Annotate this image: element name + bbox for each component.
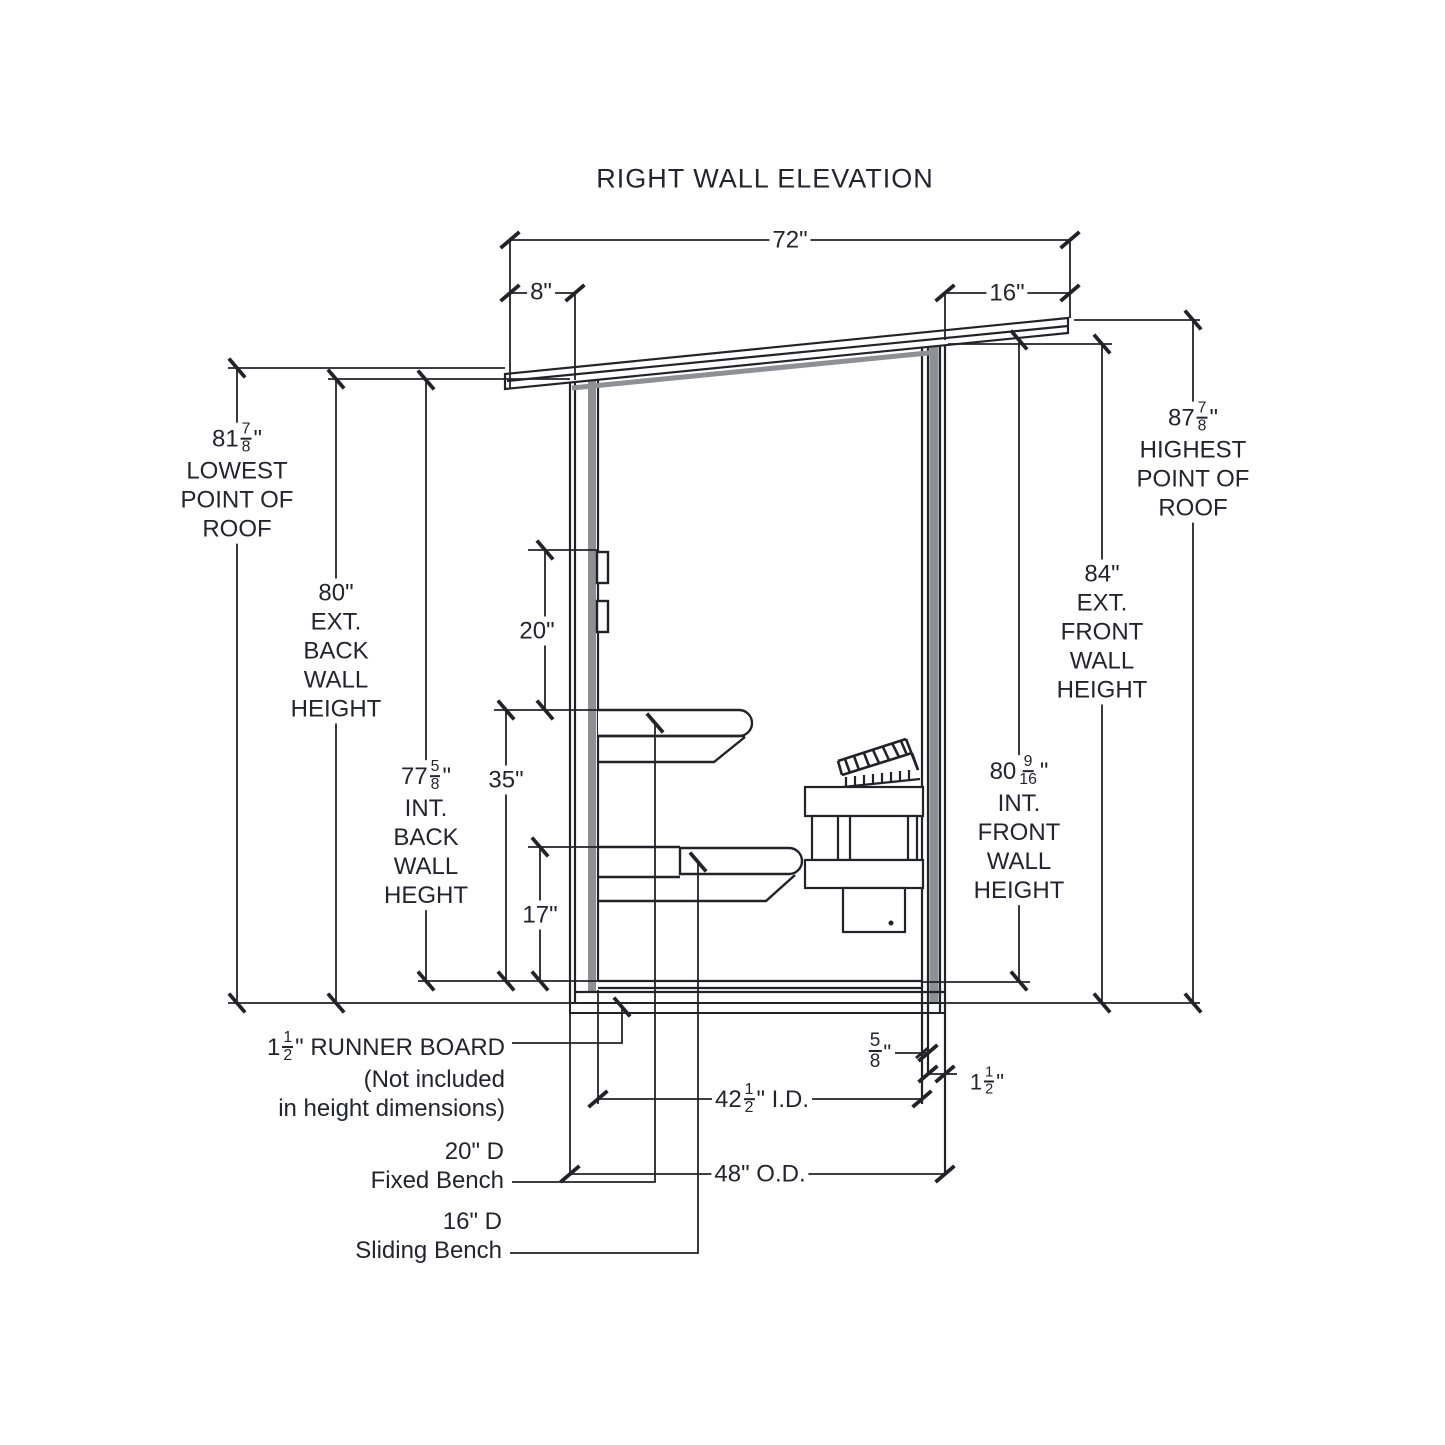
heater-body [810, 814, 919, 862]
floor [575, 979, 945, 994]
note-fixed-bench: 20" D Fixed Bench [367, 1137, 507, 1195]
leader-lines [510, 712, 708, 1254]
leader-sliding-bench [510, 851, 708, 1254]
front-wall [920, 338, 947, 1174]
dim-label-20: 20" [516, 616, 558, 646]
label-ext-front-wall: 84" EXT. FRONT WALL HEIGHT [1053, 559, 1151, 705]
page-title: RIGHT WALL ELEVATION [593, 164, 937, 194]
dim-label-35: 35" [485, 765, 527, 795]
dim-value: 80" [318, 579, 354, 607]
dim-label-17: 17" [519, 900, 561, 930]
heater [803, 737, 925, 934]
note-sliding-bench: 16" D Sliding Bench [352, 1207, 505, 1265]
leader-fixed-bench [512, 712, 665, 1183]
heater-control-box [841, 886, 907, 934]
dim-value: 84" [1084, 560, 1120, 588]
heater-lower-band [803, 858, 925, 890]
dim-label-outer-width: 48" O.D. [711, 1159, 809, 1189]
backrest-cleats [595, 550, 610, 634]
heater-guard-rail [836, 737, 921, 789]
roof [503, 316, 1070, 391]
runner-board [569, 1002, 946, 1014]
dim-label-72: 72" [769, 225, 811, 255]
heater-rock-grate [842, 770, 921, 789]
label-ext-back-wall: 80" EXT. BACK WALL HEIGHT [287, 578, 385, 724]
sliding-bench [598, 845, 804, 903]
dim-label-16: 16" [986, 278, 1028, 308]
fixed-bench [598, 708, 754, 764]
leader-runner-board [512, 996, 632, 1044]
dim-label-8: 8" [527, 277, 555, 307]
back-wall [568, 376, 610, 1003]
heater-top-band [803, 785, 925, 818]
